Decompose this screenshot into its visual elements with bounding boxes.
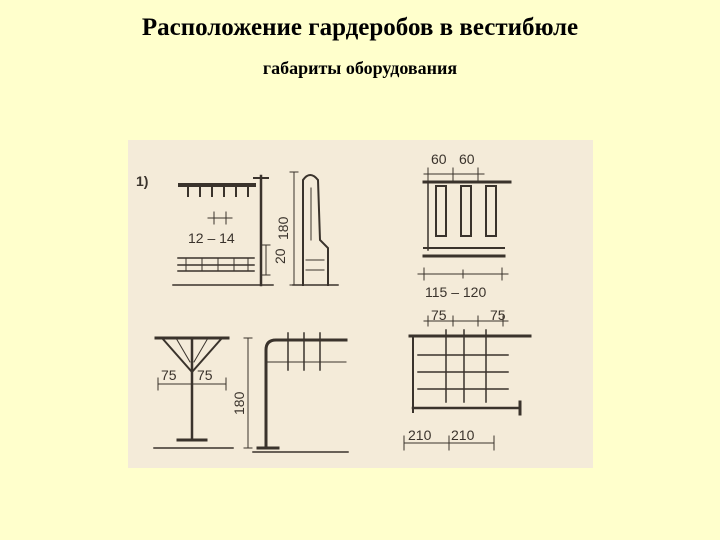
wall-hanger-side-view — [289, 171, 339, 286]
slide-title: Расположение гардеробов в вестибюле — [141, 14, 579, 41]
dim-label-60-a: 60 — [431, 151, 447, 167]
wardrobe-dimensions-figure: 1) 12 – 14 20 180 60 60 115 – 120 75 75 … — [128, 140, 593, 468]
dim-label-75-top-b: 75 — [490, 307, 506, 323]
dim-label-12-14: 12 – 14 — [188, 230, 235, 246]
panel-label: 1) — [136, 173, 148, 189]
figure-paper — [128, 140, 593, 468]
slide-subtitle: габариты оборудования — [262, 58, 458, 78]
dim-label-180-bottom: 180 — [231, 391, 247, 415]
dim-label-180-top: 180 — [275, 216, 291, 240]
wardrobe-diagram: 1) 12 – 14 20 180 60 60 115 – 120 75 75 … — [128, 140, 593, 468]
dim-label-60-b: 60 — [459, 151, 475, 167]
dim-label-210-a: 210 — [408, 427, 432, 443]
wall-bracket-hanger-view — [252, 332, 349, 453]
multi-rail-rack-view — [403, 315, 532, 451]
dim-label-75-top-a: 75 — [431, 307, 447, 323]
rack-front-view — [417, 167, 512, 281]
free-standing-hanger-view — [153, 336, 253, 449]
dim-label-115-120: 115 – 120 — [425, 284, 486, 300]
dim-label-75-right: 75 — [197, 367, 213, 383]
dim-label-210-b: 210 — [451, 427, 475, 443]
dim-label-75-left: 75 — [161, 367, 177, 383]
wall-hanger-rail-view — [172, 174, 274, 287]
dim-label-20: 20 — [272, 248, 288, 264]
